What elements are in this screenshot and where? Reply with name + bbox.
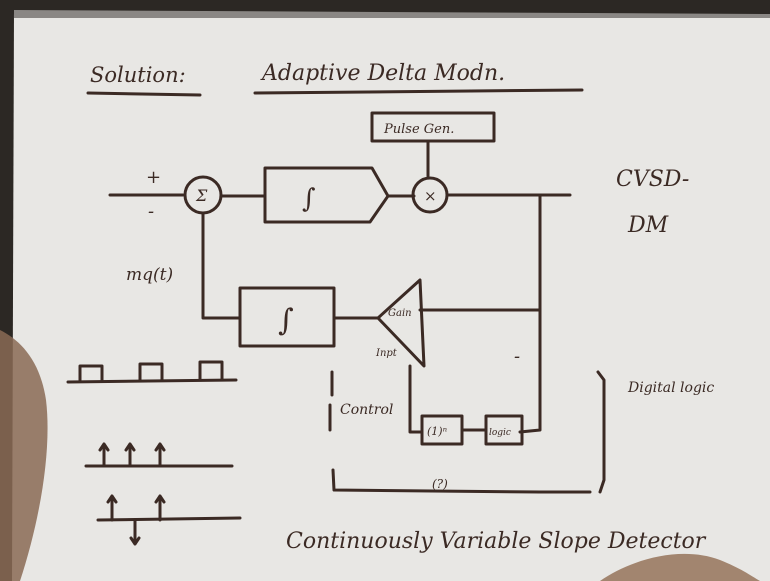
- mq-label: mq(t): [126, 265, 173, 285]
- integrator-symbol: ∫: [278, 303, 294, 338]
- board-top-edge: [14, 10, 770, 18]
- digital-logic-label: Digital logic: [627, 380, 714, 396]
- cvsd-label: CVSD-: [616, 167, 689, 192]
- footer-caption: Continuously Variable Slope Detector: [286, 529, 707, 554]
- heading-title: Adaptive Delta Modn.: [260, 61, 505, 86]
- bottom-box-label: (?): [432, 477, 448, 491]
- whiteboard-surface: [12, 10, 770, 581]
- plus-sign: +: [146, 167, 161, 188]
- minus-sign: -: [148, 201, 154, 222]
- quantizer-symbol: ∫: [302, 184, 316, 214]
- summer-symbol: Σ: [195, 186, 208, 205]
- minus-right-sign: -: [514, 346, 520, 367]
- pulse-wave-baseline: [68, 380, 236, 382]
- gain-label: Gain: [388, 308, 412, 319]
- pulse-gen-label: Pulse Gen.: [383, 122, 454, 137]
- input-label: Inpt: [375, 348, 398, 359]
- bipolar-wave-baseline: [98, 518, 240, 520]
- dm-label: DM: [627, 213, 669, 238]
- heading-left-underline: [88, 93, 200, 95]
- multiplier-symbol: ×: [424, 187, 437, 205]
- logic-label: logic: [489, 428, 511, 438]
- control-label: Control: [340, 402, 393, 418]
- flipflop-label: (1)ⁿ: [427, 425, 447, 438]
- heading-solution: Solution:: [90, 63, 186, 87]
